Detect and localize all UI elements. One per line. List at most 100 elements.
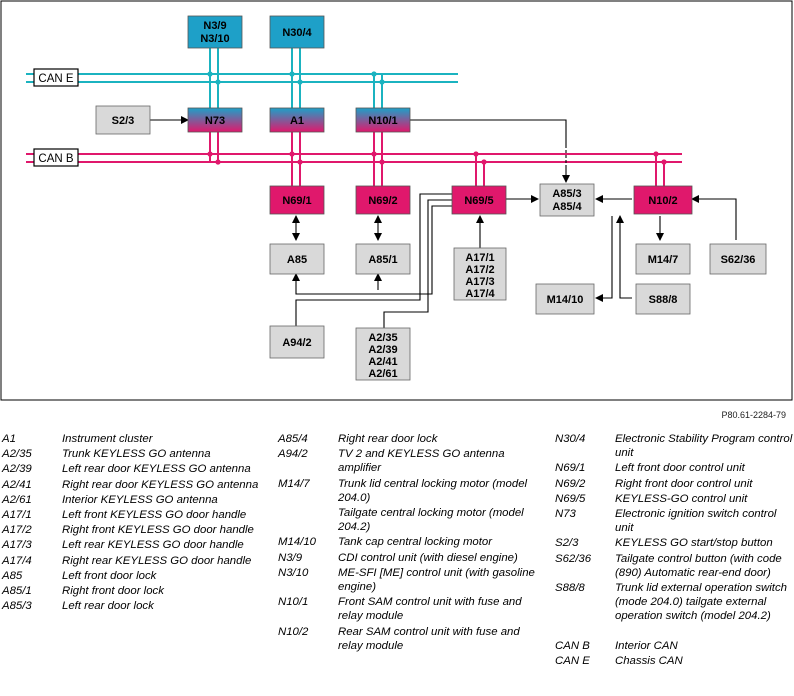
svg-text:A85/1: A85/1 bbox=[368, 254, 397, 266]
legend-code: N3/10 bbox=[278, 566, 309, 579]
legend-description: TV 2 and KEYLESS GO antenna amplifier bbox=[338, 448, 505, 475]
legend-code: A2/41 bbox=[2, 478, 32, 491]
svg-text:S2/3: S2/3 bbox=[112, 115, 135, 127]
legend-code: A17/4 bbox=[2, 554, 32, 567]
box-n3-9-n3-10: N3/9 N3/10 bbox=[187, 15, 243, 49]
legend-description: Right front door control unit bbox=[615, 477, 753, 490]
svg-text:N69/1: N69/1 bbox=[282, 195, 311, 207]
legend-description: Interior KEYLESS GO antenna bbox=[62, 493, 218, 506]
svg-text:N73: N73 bbox=[205, 115, 225, 127]
legend-description: Left front door lock bbox=[62, 569, 157, 582]
svg-text:S62/36: S62/36 bbox=[721, 254, 756, 266]
legend-code: M14/7 bbox=[278, 477, 310, 490]
legend-code: N69/5 bbox=[555, 492, 586, 505]
can-e-junctions bbox=[207, 71, 385, 85]
svg-text:A2/39: A2/39 bbox=[368, 344, 397, 356]
svg-text:M14/7: M14/7 bbox=[648, 254, 679, 266]
legend-code: A17/2 bbox=[2, 524, 32, 537]
legend-description: Electronic ignition switch control unit bbox=[615, 508, 777, 535]
box-n69-1: N69/1 bbox=[269, 185, 325, 215]
box-a85-1: A85/1 bbox=[355, 243, 411, 275]
legend-description: Right rear KEYLESS GO door handle bbox=[62, 554, 252, 567]
legend-description: CDI control unit (with diesel engine) bbox=[338, 551, 518, 564]
wiring-diagram: CAN E CAN B bbox=[0, 0, 793, 401]
box-a94-2: A94/2 bbox=[269, 325, 325, 359]
box-a85: A85 bbox=[269, 243, 325, 275]
box-n10-1: N10/1 bbox=[355, 107, 411, 133]
legend-code: A1 bbox=[2, 433, 16, 445]
can-b-junctions bbox=[207, 151, 667, 165]
legend-description: Tank cap central locking motor bbox=[338, 536, 493, 549]
legend-description: Left rear KEYLESS GO door handle bbox=[62, 539, 244, 552]
legend-code: A2/39 bbox=[2, 463, 32, 476]
legend-description: Trunk lid central locking motor (model 2… bbox=[338, 477, 528, 504]
legend-entry: A17/2 Right front KEYLESS GO door handle bbox=[2, 523, 264, 537]
legend-description: Trunk lid external operation switch (mod… bbox=[615, 582, 787, 623]
legend-code bbox=[278, 506, 338, 534]
box-s62-36: S62/36 bbox=[709, 243, 767, 275]
legend-code: A17/3 bbox=[2, 539, 32, 552]
legend-code: N10/1 bbox=[278, 596, 309, 609]
legend-description: Right rear door lock bbox=[338, 433, 438, 445]
legend-entry: A85/1 Right front door lock bbox=[2, 584, 264, 598]
legend-entry: S88/8 Trunk lid external operation switch… bbox=[555, 581, 794, 624]
legend-entry: N10/1 Front SAM control unit with fuse an… bbox=[278, 595, 536, 623]
legend-code: A17/1 bbox=[2, 509, 32, 522]
can-e-bus bbox=[26, 48, 458, 108]
legend-entry: M14/10 Tank cap central locking motor bbox=[278, 535, 536, 549]
legend-code: A85 bbox=[2, 569, 23, 582]
legend-description: Right front KEYLESS GO door handle bbox=[62, 524, 254, 537]
box-a17: A17/1 A17/2 A17/3 A17/4 bbox=[453, 247, 507, 301]
svg-text:S88/8: S88/8 bbox=[649, 294, 678, 306]
svg-text:N69/2: N69/2 bbox=[368, 195, 397, 207]
legend-description: Right front door lock bbox=[62, 585, 164, 598]
legend-code: A85/1 bbox=[2, 585, 32, 598]
legend-code: N10/2 bbox=[278, 625, 309, 638]
legend-description: Trunk KEYLESS GO antenna bbox=[62, 448, 211, 461]
svg-text:A2/61: A2/61 bbox=[368, 368, 397, 380]
legend-code: CAN E bbox=[555, 654, 590, 667]
legend-code: S88/8 bbox=[555, 582, 585, 595]
svg-text:N69/5: N69/5 bbox=[464, 195, 493, 207]
legend-entry: N69/2 Right front door control unit bbox=[555, 477, 794, 491]
box-n69-2: N69/2 bbox=[355, 185, 411, 215]
svg-text:A85: A85 bbox=[287, 254, 307, 266]
svg-text:A85/4: A85/4 bbox=[552, 201, 582, 213]
box-a2-antennas: A2/35 A2/39 A2/41 A2/61 bbox=[355, 327, 411, 381]
legend-description: Front SAM control unit with fuse and rel… bbox=[338, 596, 522, 623]
legend-description: Tailgate control button (with code (890)… bbox=[615, 552, 782, 579]
legend-entry: M14/7 Trunk lid central locking motor (mo… bbox=[278, 477, 536, 505]
legend-description: Instrument cluster bbox=[62, 433, 153, 445]
legend-description: KEYLESS GO start/stop button bbox=[615, 537, 773, 550]
can-b-label: CAN B bbox=[33, 148, 79, 167]
svg-text:A1: A1 bbox=[290, 115, 304, 127]
legend-code: M14/10 bbox=[278, 536, 316, 549]
svg-text:A17/2: A17/2 bbox=[465, 264, 494, 276]
figure-code: P80.61-2284-79 bbox=[721, 410, 786, 420]
legend-code: A2/61 bbox=[2, 493, 32, 506]
svg-text:M14/10: M14/10 bbox=[547, 294, 584, 306]
box-n10-2: N10/2 bbox=[633, 185, 693, 215]
box-a1: A1 bbox=[269, 107, 325, 133]
legend-description: Electronic Stability Program control uni… bbox=[615, 433, 793, 460]
legend-description: Left front door control unit bbox=[615, 462, 745, 475]
legend-code: N69/2 bbox=[555, 477, 586, 490]
box-a85-3-a85-4: A85/3 A85/4 bbox=[539, 183, 595, 217]
legend-code: A85/3 bbox=[2, 600, 32, 613]
legend-entry: A17/3 Left rear KEYLESS GO door handle bbox=[2, 538, 264, 552]
svg-text:A17/1: A17/1 bbox=[465, 252, 494, 264]
svg-text:A2/35: A2/35 bbox=[368, 332, 397, 344]
